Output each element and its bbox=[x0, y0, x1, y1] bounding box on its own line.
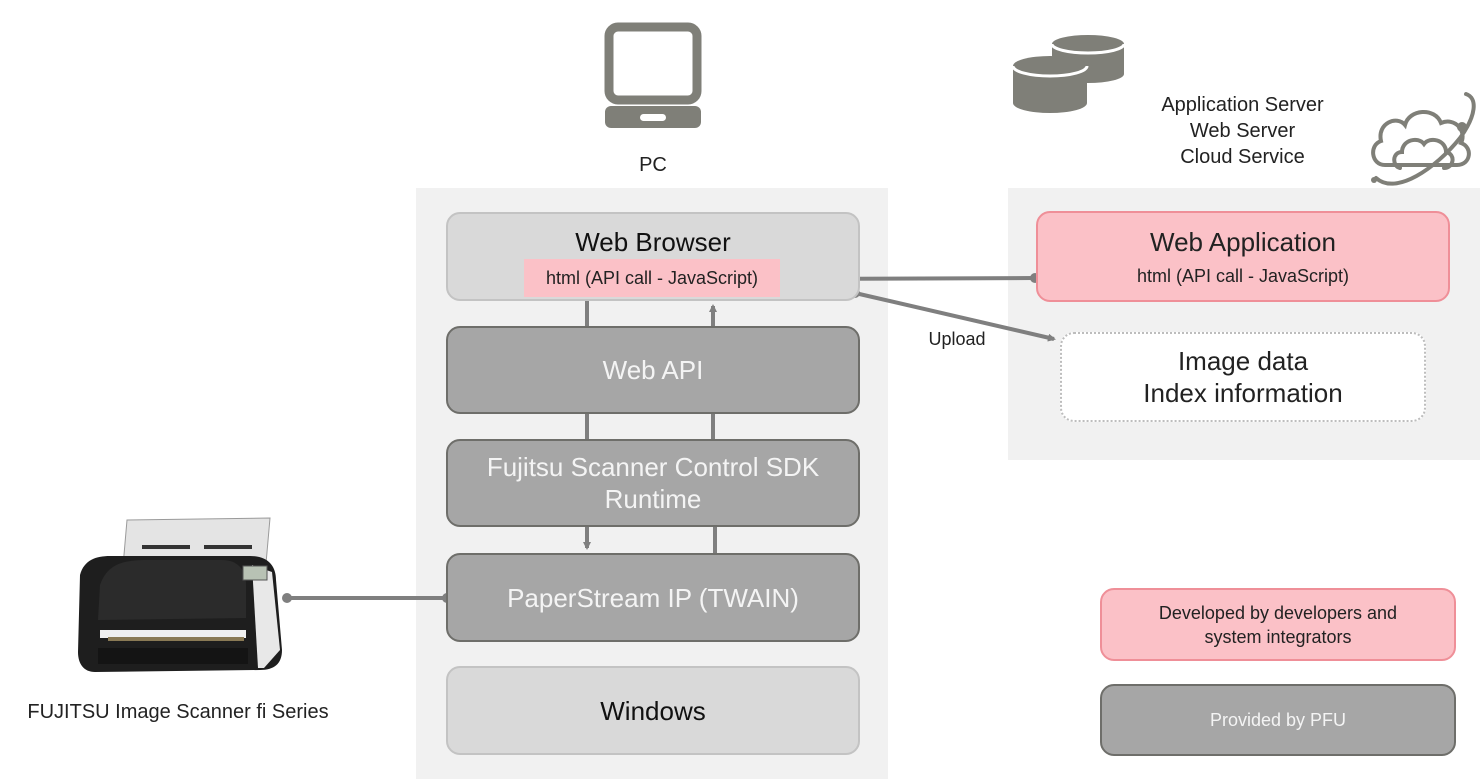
image-data-box: Image data Index information bbox=[1060, 332, 1426, 422]
server-label-line: Cloud Service bbox=[1180, 146, 1305, 168]
connector-dot bbox=[282, 593, 292, 603]
paperstream-box: PaperStream IP (TWAIN) bbox=[446, 553, 860, 642]
pc-label: PC bbox=[639, 154, 667, 176]
legend-provided: Provided by PFU bbox=[1100, 684, 1456, 756]
paperstream-title: PaperStream IP (TWAIN) bbox=[507, 582, 799, 613]
server-label-line: Web Server bbox=[1189, 120, 1296, 142]
upload-label: Upload bbox=[928, 329, 986, 349]
web-api-box: Web API bbox=[446, 326, 860, 414]
legend-provided-label: Provided by PFU bbox=[1209, 710, 1347, 730]
windows-title: Windows bbox=[600, 695, 706, 726]
legend-developed-line1: Developed by developers and bbox=[1158, 602, 1398, 623]
sdk-runtime-line1: Fujitsu Scanner Control SDK bbox=[486, 452, 820, 482]
web-api-title: Web API bbox=[602, 355, 704, 385]
image-data-line2: Index information bbox=[1143, 378, 1343, 408]
web-application-box: Web Application html (API call - JavaScr… bbox=[1036, 211, 1450, 302]
sdk-runtime-line2: Runtime bbox=[604, 484, 702, 514]
scanner-label: FUJITSU Image Scanner fi Series bbox=[27, 701, 329, 723]
legend-developed-line2: system integrators bbox=[1204, 626, 1352, 647]
server-label-line: Application Server bbox=[1161, 94, 1324, 116]
web-application-subtitle: html (API call - JavaScript) bbox=[1136, 265, 1350, 286]
image-data-line1: Image data bbox=[1177, 346, 1309, 376]
server-label: Application Server Web Server Cloud Serv… bbox=[1120, 92, 1365, 170]
sdk-runtime-box: Fujitsu Scanner Control SDK Runtime bbox=[446, 439, 860, 527]
web-application-title: Web Application bbox=[1150, 226, 1336, 257]
web-browser-html-badge: html (API call - JavaScript) bbox=[524, 259, 780, 297]
web-browser-title: Web Browser bbox=[575, 227, 731, 257]
windows-box: Windows bbox=[446, 666, 860, 755]
legend-developed: Developed by developers and system integ… bbox=[1100, 588, 1456, 661]
